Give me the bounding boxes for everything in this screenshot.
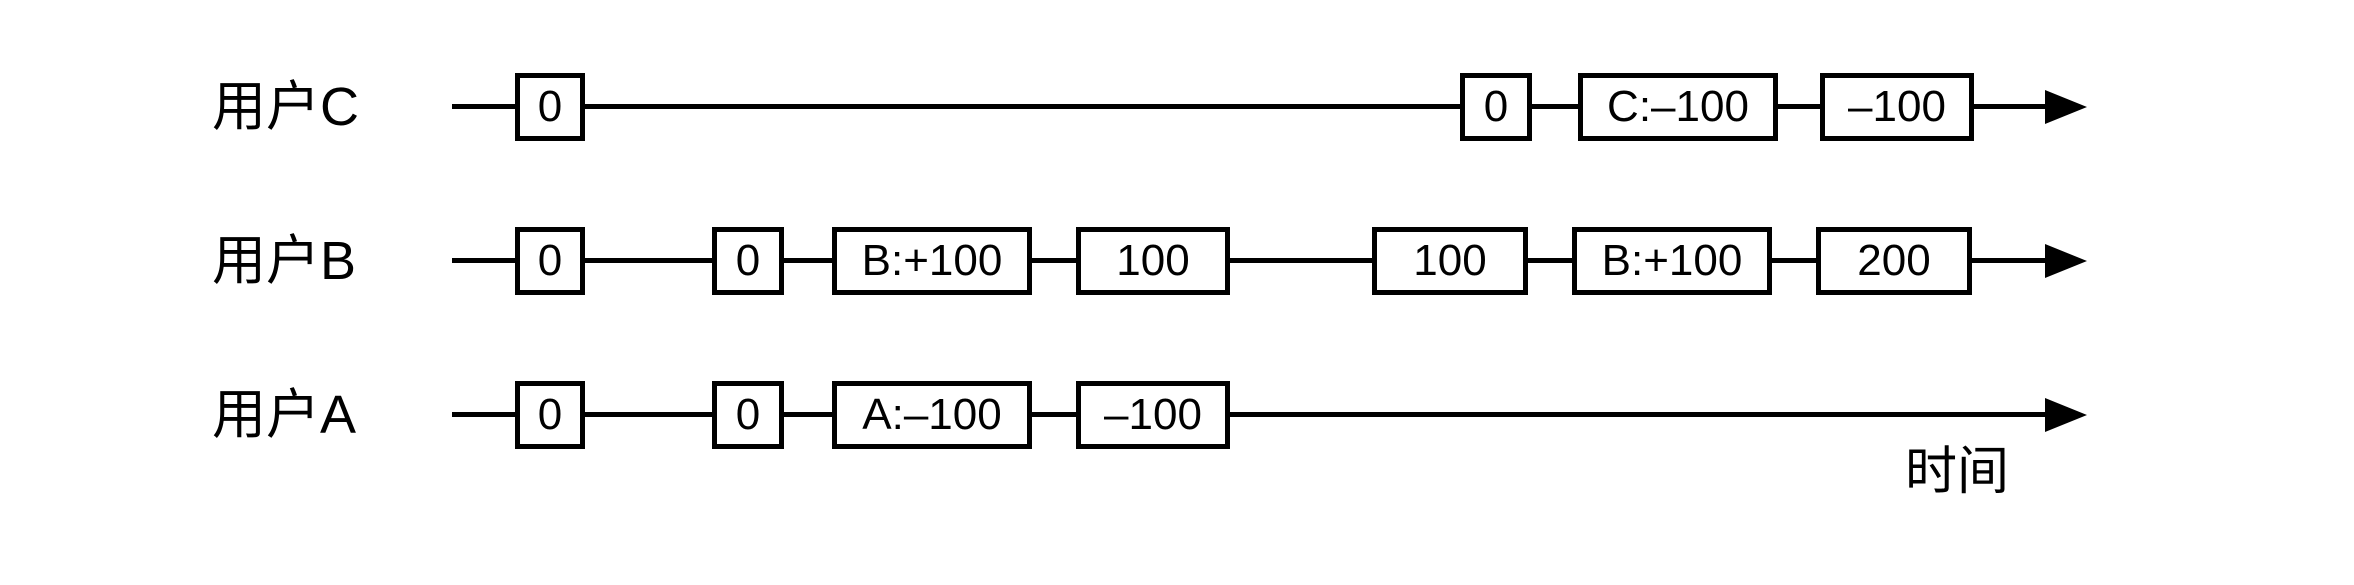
state-box: 0 [1460, 73, 1532, 141]
state-box: –100 [1820, 73, 1974, 141]
timeline-line [452, 412, 2049, 417]
operation-box: B:+100 [1572, 227, 1772, 295]
state-box: 0 [712, 227, 784, 295]
timeline-line [452, 104, 2049, 109]
state-box: 0 [712, 381, 784, 449]
user-label: 用户C [212, 77, 359, 137]
arrowhead-icon [2045, 244, 2087, 278]
user-label: 用户B [212, 231, 357, 291]
state-box: 0 [515, 381, 585, 449]
arrowhead-icon [2045, 90, 2087, 124]
user-label: 用户A [212, 385, 357, 445]
state-box: 100 [1076, 227, 1230, 295]
state-box: 100 [1372, 227, 1528, 295]
arrowhead-icon [2045, 398, 2087, 432]
state-box: –100 [1076, 381, 1230, 449]
operation-box: C:–100 [1578, 73, 1778, 141]
state-box: 0 [515, 73, 585, 141]
timeline-line [452, 258, 2049, 263]
operation-box: B:+100 [832, 227, 1032, 295]
state-box: 0 [515, 227, 585, 295]
state-box: 200 [1816, 227, 1972, 295]
time-axis-label: 时间 [1905, 443, 2010, 501]
operation-box: A:–100 [832, 381, 1032, 449]
